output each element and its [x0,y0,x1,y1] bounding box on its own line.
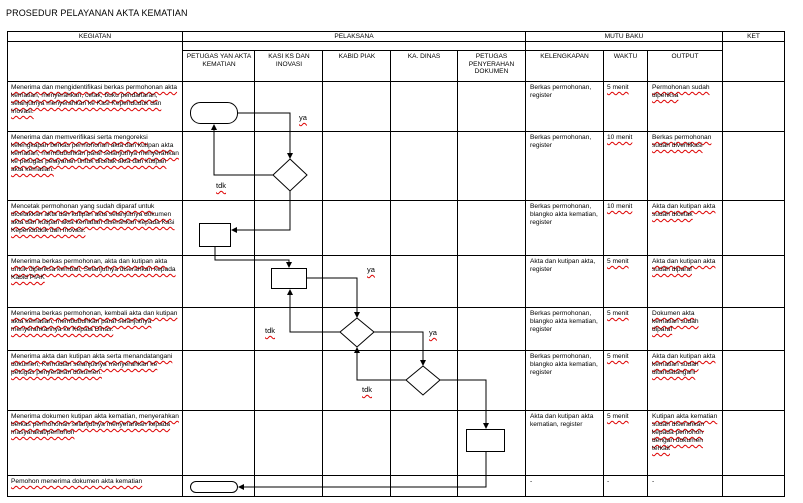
header-output: OUTPUT [671,53,699,60]
waktu-row-1: 5 menit [607,84,629,91]
activity-row-3: Mencetak permohonan yang sudah diparaf u… [11,203,175,234]
flow-label-tdk-2: tdk [265,326,276,335]
header-kelengkapan: KELENGKAPAN [540,53,589,60]
activity-row-6: Menerima akta dan kutipan akta serta men… [11,353,173,376]
flow-label-ya-2: ya [367,265,375,274]
kelengkapan-row-5: Berkas permohonan, blangko akta kematian… [530,310,598,333]
waktu-row-3: 10 menit [607,203,633,210]
header-actor-kabid: KABID PIAK [338,53,376,60]
output-row-5: Dokumen akta kematian sudah diparaf [652,310,699,333]
activity-row-1: Menerima dan mengidentifikasi berkas per… [11,84,178,115]
activity-row-8: Pemohon menerima dokumen akta kematian [11,478,143,485]
kelengkapan-row-2: Berkas permohonan, register [530,134,592,149]
header-kegiatan: KEGIATAN [78,33,112,40]
header-actor-kadis: KA. DINAS [407,53,441,60]
activity-row-4: Menerima berkas permohonan, akta dan kut… [11,258,176,281]
process-handover [466,429,505,452]
output-row-7: Kutipan akta kematian sudah diserahkan k… [652,413,718,452]
header-mutu-baku: MUTU BAKU [604,33,644,40]
decision-kabid [339,317,375,348]
waktu-row-4: 5 menit [607,258,629,265]
waktu-row-8: - [607,478,610,485]
flow-label-ya-3: ya [429,328,437,337]
activity-row-2: Menerima dan memverifikasi serta mengore… [11,134,179,173]
output-row-3: Akta dan kutipan akta sudah dicetak [652,203,716,218]
header-ket: KET [747,33,760,40]
activity-row-5: Menerima berkas permohonan, kembali akta… [11,310,178,333]
waktu-row-6: 5 menit [607,353,629,360]
waktu-row-2: 10 menit [607,134,633,141]
output-row-6: Akta dan kutipan akta kematian sudah dit… [652,353,716,376]
decision-kadis [405,365,441,396]
process-print [199,223,231,247]
flow-label-tdk-1: tdk [216,181,227,190]
kelengkapan-row-6: Berkas permohonan, blangko akta kematian… [530,353,598,376]
page-title: PROSEDUR PELAYANAN AKTA KEMATIAN [6,8,188,18]
flow-label-ya-1: ya [299,113,307,122]
kelengkapan-row-8: - [530,478,533,485]
kelengkapan-row-3: Berkas permohonan, blangko akta kematian… [530,203,598,226]
kelengkapan-row-4: Akta dan kutipan akta, register [530,258,596,273]
waktu-row-7: 5 menit [607,413,629,420]
header-actor-kasi: KASI KS DAN INOVASI [268,53,310,68]
output-row-2: Berkas permohonan sudah diverifikasi [652,134,712,149]
end-terminator [190,481,238,493]
start-terminator [190,102,238,124]
header-pelaksana: PELAKSANA [334,33,374,40]
kelengkapan-row-7: Akta dan kutipan akta kematian, register [530,413,594,428]
header-actor-petugas-yan: PETUGAS YAN AKTA KEMATIAN [186,53,252,68]
decision-kasi [272,158,308,192]
output-row-4: Akta dan kutipan akta sudah diparaf [652,258,716,273]
header-waktu: WAKTU [613,53,638,60]
flow-label-tdk-3: tdk [362,385,373,394]
waktu-row-5: 5 menit [607,310,629,317]
output-row-1: Permohonan sudah diperiksa [652,84,710,99]
process-kasi-check [271,268,307,289]
kelengkapan-row-1: Berkas permohonan, register [530,84,592,99]
output-row-8: - [652,478,655,485]
activity-row-7: Menerima dokumen kutipan akta kematian, … [11,413,179,436]
header-actor-petugas-penyerahan: PETUGAS PENYERAHAN DOKUMEN [468,53,515,75]
